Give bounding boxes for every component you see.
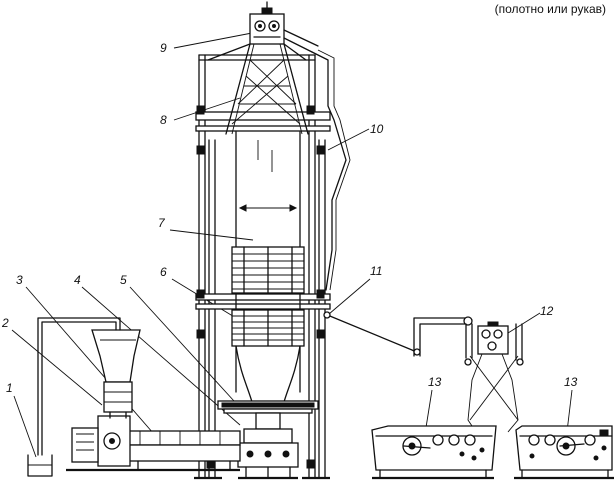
feed-line [27,317,121,477]
drive-gearbox [66,415,240,472]
label-9: 9 [160,41,167,55]
cooling-stack-upper [231,246,305,294]
bubble-cone [235,345,301,403]
air-ring [217,400,319,414]
label-1: 1 [6,381,13,395]
collapsing-frame [207,43,309,135]
label-2: 2 [1,316,9,330]
extruder-barrel [127,430,241,471]
winder-frame [413,316,524,433]
label-7: 7 [158,216,166,230]
label-12: 12 [540,304,554,318]
film-path [323,311,417,353]
label-13-left: 13 [428,375,442,389]
tower-frame [194,54,331,480]
label-10: 10 [370,122,384,136]
winder-left [371,425,497,480]
callout-labels: 1 2 3 4 5 6 7 8 9 10 11 12 13 13 [1,41,578,395]
leader-lines [11,32,573,458]
winder-right [514,425,614,480]
cooling-stack-lower [231,309,305,347]
label-5: 5 [120,273,127,287]
label-11: 11 [370,264,382,278]
label-8: 8 [160,113,167,127]
label-6: 6 [160,265,167,279]
label-4: 4 [74,273,81,287]
caption: (полотно или рукав) [494,2,606,16]
haul-off-unit [249,1,319,53]
hopper-assembly [91,329,141,419]
label-13-right: 13 [564,375,578,389]
film-guide [311,49,351,291]
die-head [237,412,299,480]
label-3: 3 [16,273,23,287]
